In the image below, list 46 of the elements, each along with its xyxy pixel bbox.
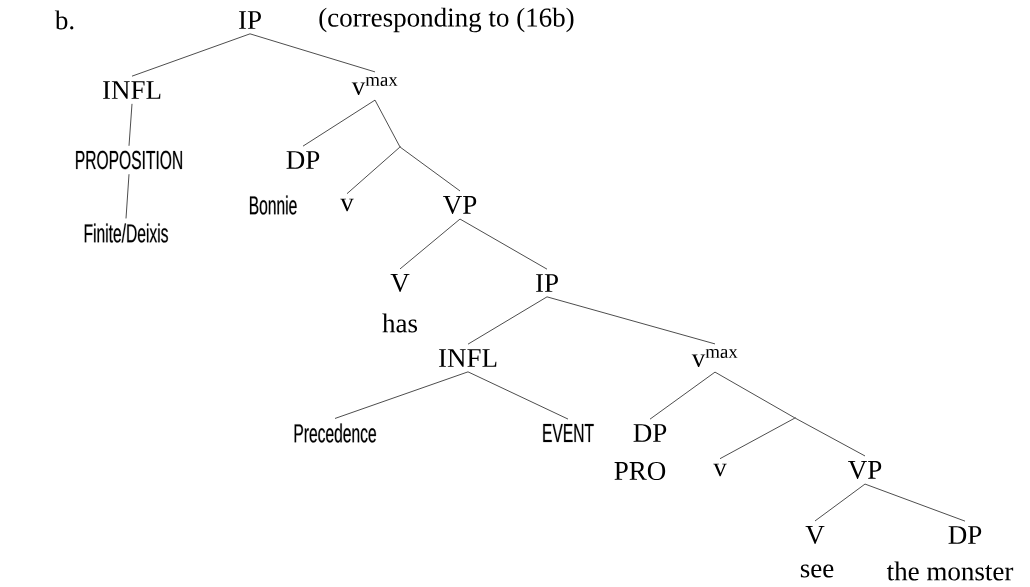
category-label: INFL xyxy=(103,81,161,99)
example-label: (corresponding to (16b) xyxy=(319,7,574,33)
tree-branch xyxy=(302,99,376,147)
category-label: DP xyxy=(286,151,320,169)
word-label: the monster xyxy=(886,561,1014,581)
tree-branch xyxy=(649,371,716,420)
tree-branch xyxy=(400,147,461,192)
category-label: V xyxy=(390,273,410,293)
word-label: PRO xyxy=(614,461,666,481)
category-label: DP xyxy=(948,526,982,544)
category-label: PROPOSITION xyxy=(76,150,182,170)
word-label: Bonnie xyxy=(250,195,297,215)
category-label: v xyxy=(713,463,727,477)
word-label: see xyxy=(800,564,834,578)
category-label: Finite/Deixis xyxy=(84,223,168,243)
category-label: EVENT xyxy=(543,424,594,442)
category-label: IP xyxy=(536,274,558,292)
tree-branch xyxy=(125,173,130,219)
tree-branch xyxy=(719,418,795,460)
tree-branch xyxy=(334,371,469,419)
category-label: INFL xyxy=(439,349,497,367)
tree-branch xyxy=(131,33,251,77)
category-label: v$^{max}$ xyxy=(351,76,398,96)
category-label: v$^{max}$ xyxy=(691,348,738,368)
tree-branch xyxy=(399,218,461,270)
category-label: VP xyxy=(443,195,477,215)
tree-branch xyxy=(374,99,400,147)
tree-branch xyxy=(459,218,548,270)
tree-branch xyxy=(467,371,569,420)
example-label: b. xyxy=(54,10,74,30)
tree-branch xyxy=(864,483,966,522)
category-label: IP xyxy=(238,11,261,29)
tree-branch xyxy=(346,147,400,195)
tree-branch xyxy=(467,296,548,345)
tree-branch xyxy=(128,103,133,147)
tree-branch xyxy=(546,296,716,345)
tree-branch xyxy=(249,33,376,73)
category-label: V xyxy=(805,525,825,545)
category-label: DP xyxy=(633,424,667,442)
tree-branch xyxy=(814,483,866,522)
tree-branch xyxy=(714,371,795,418)
category-label: v xyxy=(340,198,354,212)
category-label: VP xyxy=(848,460,882,480)
tree-branch xyxy=(795,418,866,457)
category-label: Precedence xyxy=(294,423,376,443)
word-label: has xyxy=(382,313,418,333)
